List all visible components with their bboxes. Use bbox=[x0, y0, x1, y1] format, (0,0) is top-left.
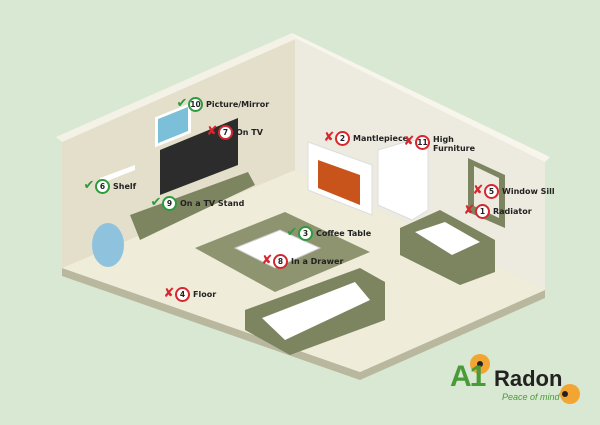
marker-number: 8 bbox=[273, 253, 288, 269]
marker-label: High Furniture bbox=[433, 135, 476, 153]
vase bbox=[92, 223, 124, 267]
armchair-seat bbox=[415, 222, 480, 255]
a1-radon-logo: A1 Radon Peace of mind bbox=[450, 352, 590, 417]
back-wall-top bbox=[292, 33, 550, 162]
cross-icon: ✘ bbox=[463, 203, 475, 218]
check-icon: ✔ bbox=[286, 225, 298, 240]
tv-stand bbox=[130, 172, 255, 240]
marker-label: Shelf bbox=[113, 181, 137, 191]
marker-number: 2 bbox=[335, 130, 350, 146]
marker-label: Radiator bbox=[493, 206, 532, 216]
cross-icon: ✘ bbox=[206, 124, 218, 139]
marker-label: On a TV Stand bbox=[180, 198, 245, 208]
wardrobe bbox=[377, 139, 429, 221]
marker-label: On TV bbox=[236, 127, 263, 137]
marker-label: Coffee Table bbox=[316, 228, 372, 238]
marker-label: In a Drawer bbox=[291, 256, 344, 266]
left-wall-top bbox=[56, 33, 298, 142]
marker-number: 3 bbox=[298, 225, 313, 241]
marker-label: Mantlepiece bbox=[353, 133, 409, 143]
cross-icon: ✘ bbox=[323, 130, 335, 145]
check-icon: ✔ bbox=[150, 195, 162, 210]
cross-icon: ✘ bbox=[261, 253, 273, 268]
check-icon: ✔ bbox=[176, 96, 188, 111]
logo-tagline: Peace of mind bbox=[502, 392, 560, 402]
cross-icon: ✘ bbox=[472, 183, 484, 198]
radiation-symbol-icon bbox=[470, 354, 580, 404]
marker-number: 11 bbox=[415, 135, 430, 150]
picture-image bbox=[158, 107, 188, 144]
shelf bbox=[100, 165, 135, 184]
coffee-table bbox=[233, 229, 322, 269]
fire bbox=[318, 160, 360, 205]
marker-number: 7 bbox=[218, 124, 233, 140]
logo-prefix: A1 bbox=[450, 360, 486, 393]
marker-label: Window Sill bbox=[502, 186, 555, 196]
tv bbox=[160, 118, 238, 195]
marker-number: 10 bbox=[188, 96, 203, 112]
marker-number: 1 bbox=[475, 203, 490, 219]
check-icon: ✔ bbox=[83, 178, 95, 193]
cross-icon: ✘ bbox=[163, 286, 175, 301]
marker-label: Floor bbox=[193, 289, 217, 299]
logo-brand: Radon bbox=[494, 366, 563, 391]
cross-icon: ✘ bbox=[403, 134, 415, 149]
floor-slab-edge bbox=[62, 268, 545, 380]
marker-number: 6 bbox=[95, 178, 110, 194]
marker-number: 4 bbox=[175, 286, 190, 302]
marker-number: 5 bbox=[484, 183, 499, 199]
marker-label: Picture/Mirror bbox=[206, 99, 270, 109]
sofa-seat bbox=[262, 282, 370, 340]
marker-number: 9 bbox=[162, 195, 177, 211]
